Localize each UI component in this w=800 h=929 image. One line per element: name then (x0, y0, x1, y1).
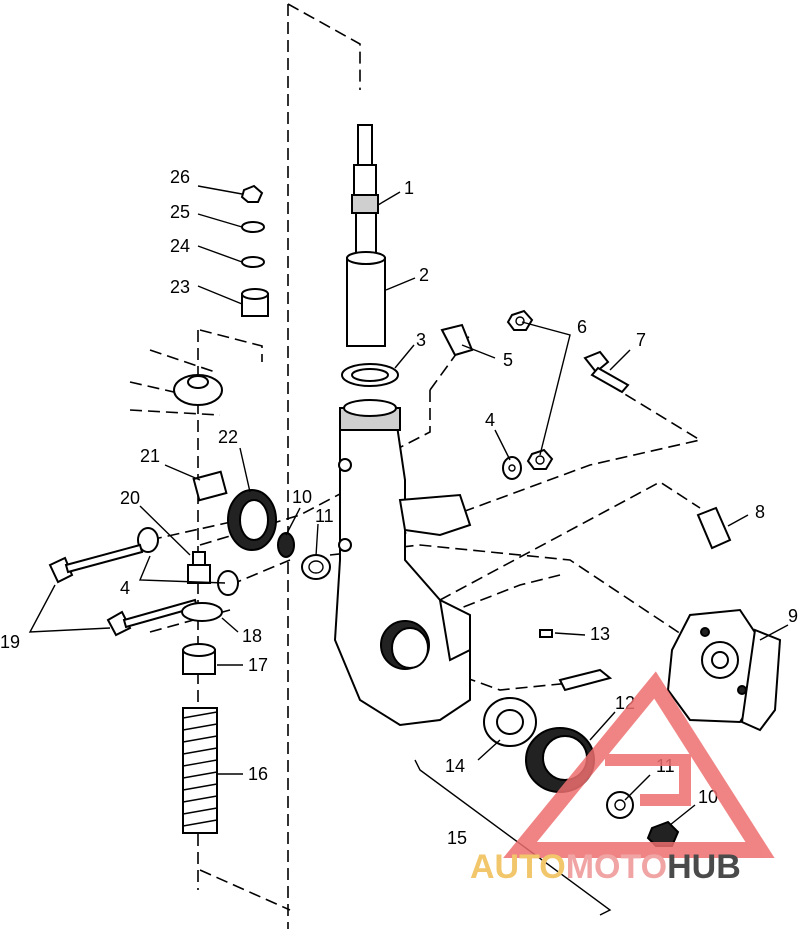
bushing-23 (241, 288, 269, 317)
nut-6-lower (526, 448, 554, 470)
callout-11-upper: 11 (315, 506, 334, 526)
washer-24 (241, 256, 265, 268)
hub-pin (558, 668, 613, 692)
bolts-19 (48, 543, 199, 637)
nut-10-upper (277, 532, 295, 558)
washer-4-left (137, 527, 239, 596)
callout-2: 2 (419, 265, 429, 285)
callout-20: 20 (120, 488, 140, 508)
bolt-7 (583, 350, 630, 394)
grease-fitting-13 (539, 629, 553, 638)
steering-shaft (351, 124, 379, 259)
brake-caliper (666, 608, 782, 732)
washer-18 (181, 602, 223, 622)
watermark-moto: MOTO (566, 848, 667, 886)
callout-23: 23 (170, 277, 190, 297)
callout-4-left: 4 (120, 578, 130, 598)
callout-25: 25 (170, 202, 190, 222)
fitting-20 (187, 551, 211, 584)
bushing-21 (192, 470, 228, 502)
callout-3: 3 (416, 330, 426, 350)
callout-16: 16 (248, 764, 268, 784)
washer-11-upper (301, 554, 331, 580)
callout-22: 22 (218, 427, 238, 447)
callout-24: 24 (170, 236, 190, 256)
cap-bushing (173, 374, 223, 406)
callout-10-lower: 10 (698, 787, 718, 807)
callout-18: 18 (242, 626, 262, 646)
callout-9: 9 (788, 606, 798, 626)
watermark-auto: AUTO (470, 848, 566, 886)
seal-ring (341, 363, 399, 387)
callout-14: 14 (445, 756, 465, 776)
watermark-hub: HUB (667, 848, 741, 886)
callout-4-right: 4 (485, 410, 495, 430)
washer-25 (241, 221, 265, 233)
bracket (440, 323, 474, 357)
watermark-logo (503, 671, 775, 858)
leader-lines (28, 185, 789, 826)
bracket-line-15 (414, 759, 612, 916)
callout-17: 17 (248, 655, 268, 675)
callout-21: 21 (140, 446, 160, 466)
spindle-housing (333, 399, 472, 727)
spring-16 (182, 707, 218, 834)
callout-13: 13 (590, 624, 610, 644)
callout-6: 6 (577, 317, 587, 337)
watermark-triangle (503, 671, 775, 858)
callout-labels: 1 2 3 4 4 5 6 7 8 9 10 10 11 11 12 13 14… (0, 167, 798, 848)
seal-22 (227, 489, 277, 551)
washer-4-right (502, 456, 522, 480)
callout-19: 19 (0, 632, 20, 652)
bushing-17 (182, 643, 216, 675)
nut-6-upper (506, 309, 534, 331)
callout-15: 15 (447, 828, 467, 848)
callout-10-upper: 10 (292, 487, 312, 507)
clip-8 (696, 506, 732, 550)
shaft-sleeve (346, 251, 386, 347)
nut-26 (240, 184, 264, 203)
watermark-text: AUTOMOTOHUB (470, 848, 741, 886)
callout-7: 7 (636, 330, 646, 350)
callout-26: 26 (170, 167, 190, 187)
callout-1: 1 (404, 178, 414, 198)
hub-seal-14 (483, 697, 537, 747)
callout-8: 8 (755, 502, 765, 522)
callout-5: 5 (503, 350, 513, 370)
